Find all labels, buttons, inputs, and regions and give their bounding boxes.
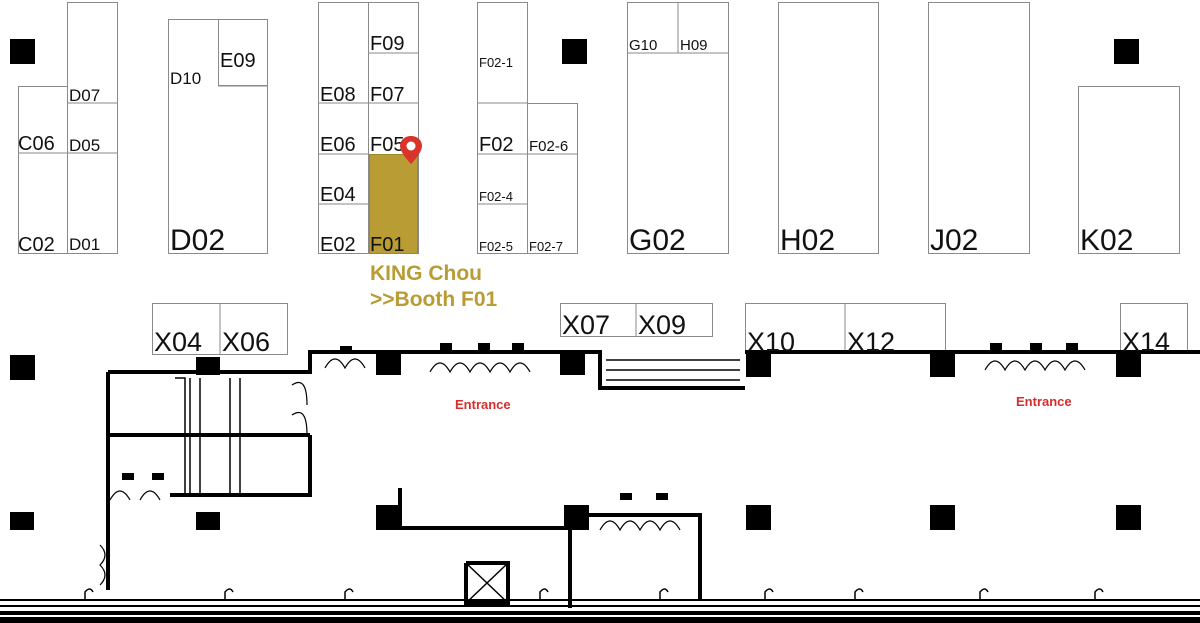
entrance-label-right: Entrance bbox=[1016, 394, 1072, 409]
booth-e-block[interactable] bbox=[318, 2, 369, 254]
booth-label-f02-4: F02-4 bbox=[479, 189, 513, 204]
pillar bbox=[10, 512, 34, 530]
pillar bbox=[746, 505, 771, 530]
booth-label-h02: H02 bbox=[780, 224, 836, 257]
booth-label-d02: D02 bbox=[170, 224, 226, 257]
booth-label-f09: F09 bbox=[370, 33, 405, 55]
booth-label-f02-1: F02-1 bbox=[479, 55, 513, 70]
booth-label-h09: H09 bbox=[680, 37, 708, 54]
booth-label-g10: G10 bbox=[629, 37, 658, 54]
booth-label-f01: F01 bbox=[370, 234, 405, 256]
booth-label-x09: X09 bbox=[638, 310, 687, 340]
booth-e09[interactable] bbox=[218, 19, 268, 86]
pillar bbox=[1114, 39, 1139, 64]
pillar bbox=[746, 352, 771, 377]
booth-label-e09: E09 bbox=[220, 50, 256, 72]
booth-label-e02: E02 bbox=[320, 234, 356, 256]
booth-label-f05: F05 bbox=[370, 134, 405, 156]
booth-f01-highlight[interactable] bbox=[369, 154, 418, 254]
pillar bbox=[930, 505, 955, 530]
pillar bbox=[1116, 505, 1141, 530]
booth-label-x14: X14 bbox=[1122, 327, 1171, 357]
booth-callout: KING Chou >>Booth F01 bbox=[370, 261, 497, 314]
location-pin-icon[interactable] bbox=[398, 135, 424, 165]
pillar bbox=[196, 512, 220, 530]
booth-label-k02: K02 bbox=[1080, 224, 1134, 257]
booth-label-g02: G02 bbox=[629, 224, 686, 257]
booth-label-x12: X12 bbox=[847, 327, 896, 357]
pillar bbox=[376, 350, 401, 375]
pillar bbox=[1116, 352, 1141, 377]
booth-label-c06: C06 bbox=[18, 133, 55, 155]
pillar bbox=[196, 357, 220, 375]
booth-label-f07: F07 bbox=[370, 84, 405, 106]
callout-booth-number: >>Booth F01 bbox=[370, 288, 498, 312]
pillar bbox=[560, 350, 585, 375]
booth-label-f02: F02 bbox=[479, 134, 514, 156]
booth-label-d05: D05 bbox=[69, 136, 101, 155]
booth-x14[interactable] bbox=[1120, 303, 1188, 353]
booth-label-d07: D07 bbox=[69, 86, 101, 105]
booth-h02[interactable] bbox=[778, 2, 879, 254]
booth-label-d01: D01 bbox=[69, 235, 101, 254]
callout-company-name: KING Chou bbox=[370, 262, 482, 285]
booth-label-e04: E04 bbox=[320, 184, 356, 206]
booth-label-f02-5: F02-5 bbox=[479, 239, 513, 254]
booth-label-x06: X06 bbox=[222, 327, 271, 357]
booth-j02[interactable] bbox=[928, 2, 1030, 254]
pillar bbox=[930, 352, 955, 377]
booth-label-j02: J02 bbox=[930, 224, 979, 257]
booth-k02[interactable] bbox=[1078, 86, 1180, 254]
booth-label-x04: X04 bbox=[154, 327, 203, 357]
pillar bbox=[10, 355, 35, 380]
booth-c-block[interactable] bbox=[18, 86, 68, 254]
booth-label-d10: D10 bbox=[170, 69, 202, 88]
pillar bbox=[376, 505, 401, 530]
pillar bbox=[10, 39, 35, 64]
booth-label-e06: E06 bbox=[320, 134, 356, 156]
entrance-label-left: Entrance bbox=[455, 397, 511, 412]
booth-label-f02-7: F02-7 bbox=[529, 239, 563, 254]
booth-label-x10: X10 bbox=[747, 327, 796, 357]
booth-label-x07: X07 bbox=[562, 310, 611, 340]
pillar bbox=[562, 39, 587, 64]
booth-f02-block[interactable] bbox=[477, 2, 528, 254]
booth-label-c02: C02 bbox=[18, 234, 55, 256]
pillar bbox=[564, 505, 589, 530]
booth-f02-6-block[interactable] bbox=[527, 103, 578, 254]
booth-label-e08: E08 bbox=[320, 84, 356, 106]
booth-d-block[interactable] bbox=[67, 2, 118, 254]
booth-label-f02-6: F02-6 bbox=[529, 138, 569, 155]
